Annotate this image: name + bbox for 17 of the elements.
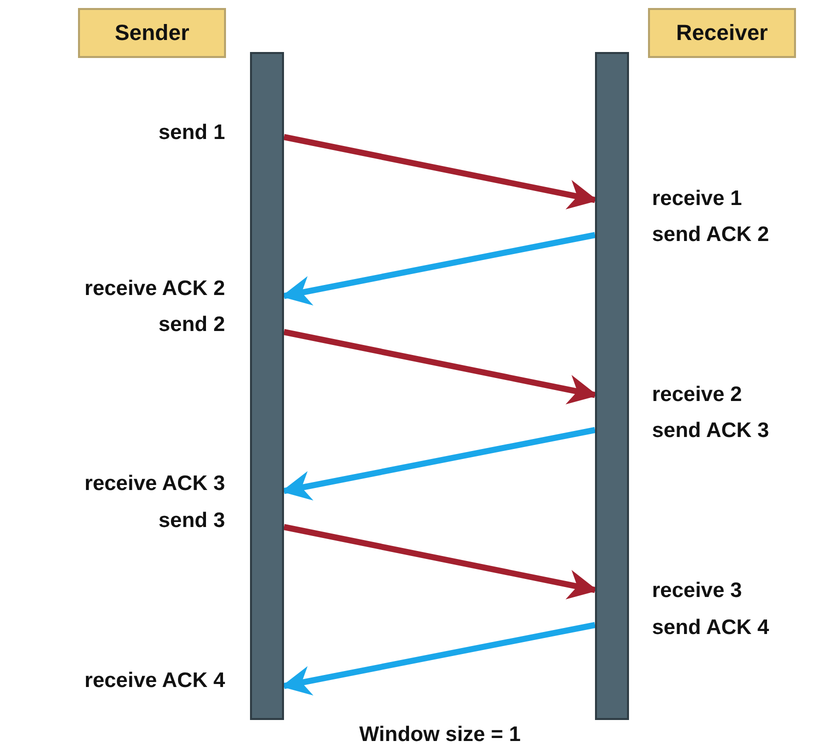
lifeline-bar xyxy=(595,52,629,720)
event-label: receive 1 xyxy=(652,188,742,209)
event-label: send 3 xyxy=(158,510,225,531)
participant-box: Sender xyxy=(78,8,226,58)
event-label: send 1 xyxy=(158,122,225,143)
event-label: receive 3 xyxy=(652,580,742,601)
event-label: send ACK 2 xyxy=(652,224,770,245)
event-label: receive ACK 4 xyxy=(84,670,225,691)
event-label: receive ACK 3 xyxy=(84,473,225,494)
event-label: receive 2 xyxy=(652,384,742,405)
participant-box: Receiver xyxy=(648,8,796,58)
caption-text: Window size = 1 xyxy=(359,724,521,745)
lifeline-bar xyxy=(250,52,284,720)
event-label: send ACK 3 xyxy=(652,420,770,441)
event-label: receive ACK 2 xyxy=(84,278,225,299)
event-label: send 2 xyxy=(158,314,225,335)
event-label: send ACK 4 xyxy=(652,617,770,638)
